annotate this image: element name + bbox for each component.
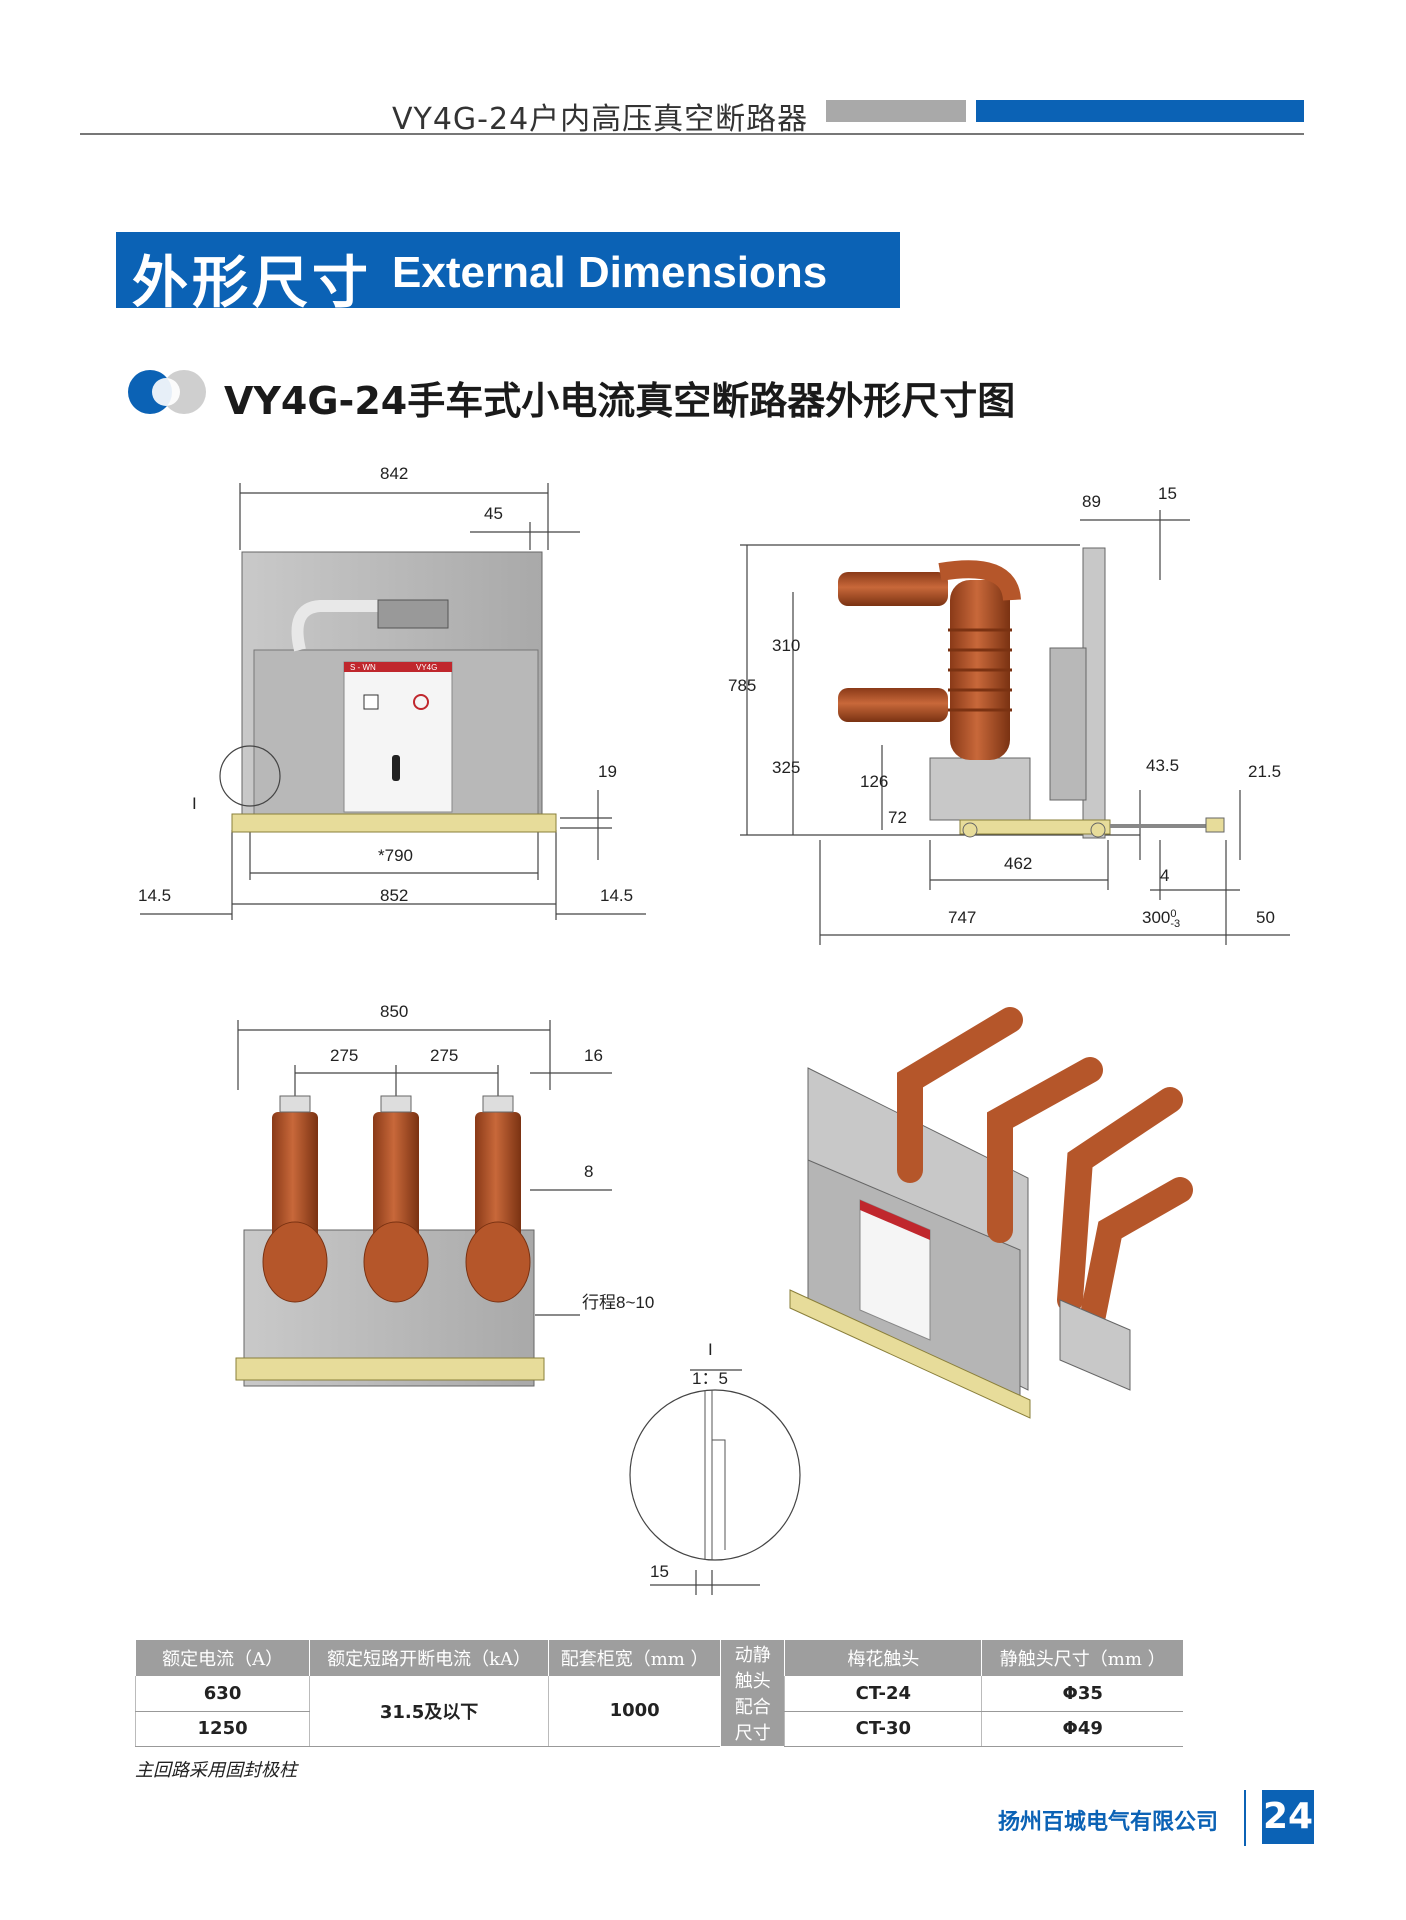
dim-126: 126: [860, 772, 889, 791]
table-header-row: 额定电流（A） 额定短路开断电流（kA） 配套柜宽（mm ） 动静 触头 配合 …: [134, 1640, 1183, 1746]
dim-785: 785: [728, 676, 757, 695]
drawings-canvas: [140, 483, 1290, 1595]
detail-scale: 1：5: [692, 1369, 728, 1388]
spec-table: 额定电流（A） 额定短路开断电流（kA） 配套柜宽（mm ） 动静 触头 配合 …: [134, 1640, 1183, 1747]
th-contact-fit: 动静 触头 配合 尺寸: [720, 1640, 785, 1746]
dim-852: 852: [380, 886, 409, 905]
dim-790: *790: [378, 846, 413, 865]
table-note: 主回路采用固封极柱: [135, 1760, 297, 1781]
th-cabinet-width: 配套柜宽（mm ）: [548, 1640, 721, 1676]
panel-model: VY4G: [416, 663, 438, 672]
cell-width: 1000: [548, 1676, 721, 1747]
detail-mark: I: [708, 1340, 713, 1359]
dim-89: 89: [1082, 492, 1101, 511]
drawing-title: VY4G-24手车式小电流真空断路器外形尺寸图: [224, 379, 1016, 423]
cell-current: 1250: [134, 1711, 310, 1747]
dim-50: 50: [1256, 908, 1275, 927]
dim-14-5-right: 14.5: [600, 886, 634, 905]
dual-circle-icon: [128, 370, 206, 414]
dim-275-b: 275: [430, 1046, 459, 1065]
table-row: 630 31.5及以下 1000 CT-24 Φ35: [134, 1676, 1183, 1747]
header-gray-bar: [826, 100, 966, 122]
cell-static: Φ49: [981, 1711, 1183, 1747]
detail-dim-15: 15: [650, 1562, 669, 1581]
dim-850: 850: [380, 1002, 409, 1021]
section-title-en: External Dimensions: [392, 248, 828, 297]
dim-747: 747: [948, 908, 977, 927]
dim-300-value: 300: [1142, 908, 1171, 927]
dim-300-tol-up: 0: [1170, 907, 1177, 920]
cell-breaking: 31.5及以下: [309, 1676, 549, 1747]
cell-static: Φ35: [981, 1676, 1183, 1712]
detail-mark-front: I: [192, 794, 197, 813]
dim-14-5-left: 14.5: [138, 886, 172, 905]
panel-brand: S - WN: [350, 663, 376, 672]
company-name: 扬州百城电气有限公司: [998, 1810, 1219, 1835]
dim-462: 462: [1004, 854, 1033, 873]
cell-contact: CT-30: [784, 1711, 982, 1747]
dim-15-top: 15: [1158, 484, 1177, 503]
dim-43-5: 43.5: [1146, 756, 1180, 775]
detail-i-drawing: [704, 1390, 726, 1560]
th-rated-current: 额定电流（A）: [134, 1640, 310, 1676]
dim-16: 16: [584, 1046, 603, 1065]
dim-4: 4: [1160, 866, 1170, 885]
dim-19: 19: [598, 762, 617, 781]
table-row: 1250 CT-30 Φ49: [134, 1711, 1183, 1747]
footer-divider: [1244, 1790, 1246, 1846]
dim-275-a: 275: [330, 1046, 359, 1065]
dim-72: 72: [888, 808, 907, 827]
top-view-drawing: [235, 1095, 545, 1387]
dim-300-tol-dn: -3: [1170, 917, 1181, 930]
dim-45: 45: [484, 504, 503, 523]
header-blue-bar: [976, 100, 1304, 122]
dim-21-5: 21.5: [1248, 762, 1282, 781]
dim-stroke: 行程8~10: [582, 1293, 655, 1312]
th-breaking-current: 额定短路开断电流（kA）: [309, 1640, 549, 1676]
header-rule: [80, 133, 1304, 135]
dim-310: 310: [772, 636, 801, 655]
isometric-view-drawing: [789, 1007, 1193, 1419]
dim-325: 325: [772, 758, 801, 777]
dim-842: 842: [380, 464, 409, 483]
side-view-drawing: [838, 547, 1225, 839]
cell-contact: CT-24: [784, 1676, 982, 1712]
section-banner: 外形尺寸 External Dimensions: [116, 232, 900, 316]
page-number: 24: [1262, 1790, 1314, 1844]
front-view-drawing: [219, 551, 557, 833]
th-static-contact: 静触头尺寸（mm ）: [981, 1640, 1183, 1676]
dim-8: 8: [584, 1162, 594, 1181]
section-title-zh: 外形尺寸: [132, 250, 372, 316]
th-tulip-contact: 梅花触头: [784, 1640, 982, 1676]
cell-current: 630: [134, 1676, 310, 1712]
header-title: VY4G-24户内高压真空断路器: [392, 102, 809, 137]
